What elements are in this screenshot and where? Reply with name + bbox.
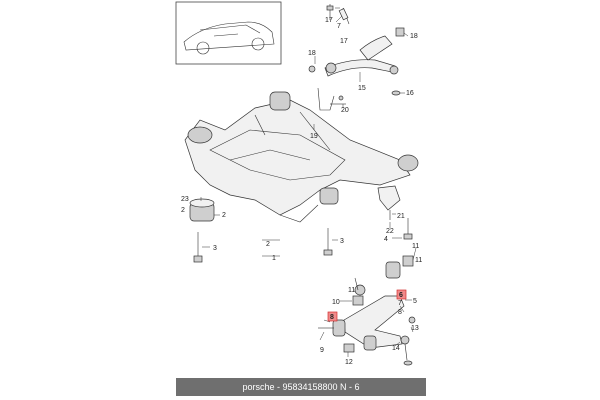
upper-control-arm-assembly	[308, 4, 405, 96]
callout-19: 19	[310, 133, 318, 140]
callout-18-left: 18	[308, 50, 316, 57]
callout-2-subframe: 2	[266, 241, 270, 248]
callout-11-mid: 11	[415, 257, 422, 264]
callout-23: 23	[181, 196, 189, 203]
callout-5: 5	[413, 298, 417, 305]
callout-2-mount-b: 2	[222, 212, 226, 219]
callout-labels: 17 7 17 18 18 15 16 20 19 23 2 2 3 2 1 3…	[181, 17, 422, 366]
callout-17-upper: 17	[340, 38, 348, 45]
callout-11-left: 11	[348, 287, 355, 294]
callout-9: 9	[320, 347, 324, 354]
subframe-bracket	[377, 185, 413, 240]
callout-16: 16	[406, 90, 414, 97]
callout-17-top: 17	[325, 17, 333, 24]
callout-10: 10	[332, 299, 340, 306]
callout-8-lower: 8	[398, 309, 402, 316]
callout-3-left: 3	[213, 245, 217, 252]
callout-13: 13	[411, 325, 419, 332]
subframe-mount-left	[189, 198, 333, 263]
callout-18-right: 18	[410, 33, 418, 40]
callout-14: 14	[392, 345, 400, 352]
highlighted-part-8-left[interactable]: 8	[327, 311, 338, 322]
callout-15: 15	[358, 85, 366, 92]
front-axle-subframe	[184, 91, 419, 223]
callout-2-mount-a: 2	[181, 207, 185, 214]
callout-7-lower: 7	[398, 300, 402, 307]
svg-text:8: 8	[330, 314, 334, 321]
callout-22: 22	[386, 228, 394, 235]
callout-20: 20	[341, 107, 349, 114]
callout-12: 12	[345, 359, 353, 366]
callout-4: 4	[384, 236, 388, 243]
vehicle-thumbnail	[175, 1, 282, 65]
highlighted-part-6-top[interactable]: 6	[396, 289, 407, 300]
callout-7-top: 7	[337, 23, 341, 30]
footer-text: porsche - 95834158800 N - 6	[242, 382, 360, 392]
callout-21: 21	[397, 213, 405, 220]
svg-text:6: 6	[399, 292, 403, 299]
lower-control-arm-assembly	[318, 255, 416, 366]
part-number-footer: porsche - 95834158800 N - 6	[176, 378, 426, 396]
callout-1: 1	[272, 255, 276, 262]
callout-3-right: 3	[340, 238, 344, 245]
leader-lines	[200, 7, 417, 357]
callout-11-top: 11	[412, 243, 419, 250]
